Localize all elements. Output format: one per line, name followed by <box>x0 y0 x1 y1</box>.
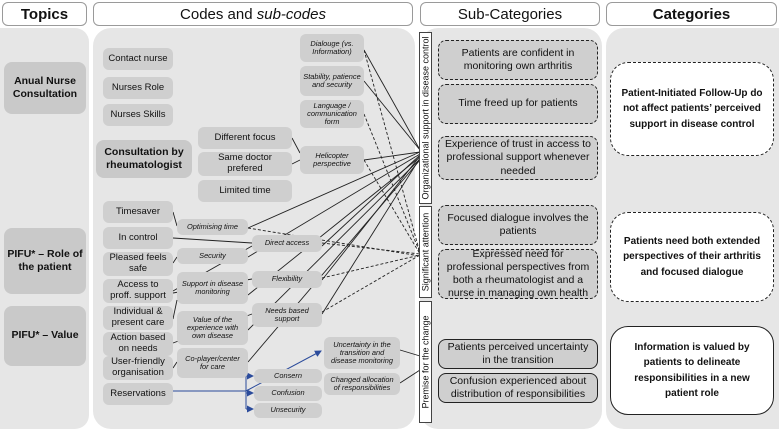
link-helicopter-org <box>363 151 421 161</box>
code-different-focus: Different focus <box>198 127 292 149</box>
header-codes-italic: sub-codes <box>256 5 326 23</box>
header-categories: Categories <box>606 2 777 26</box>
link-flexibility-attention <box>321 254 421 279</box>
vertical-label-attention-text: Significant attention <box>420 212 431 292</box>
vertical-label-premise: Premise for the change <box>419 301 432 423</box>
link-same-helicopter <box>291 159 301 165</box>
link-changed-premise <box>399 369 421 384</box>
subcode-support-monitoring: Support in disease monitoring <box>177 272 248 304</box>
subcode-unsecurity: Unsecurity <box>254 403 322 418</box>
code-action-needs: Action based on needs <box>103 332 173 356</box>
header-codes-plain: Codes and <box>180 5 257 23</box>
subcode-changed-allocation: Changed allocation of responsibilities <box>324 373 400 395</box>
vertical-label-org-support: Organizational support in disease contro… <box>419 32 432 204</box>
header-subcategories: Sub-Categories <box>420 2 600 26</box>
subcode-value-experience: Value of the experience with own disease <box>177 311 248 345</box>
subcode-security: Security <box>177 248 248 264</box>
link-individual-support <box>172 299 178 320</box>
subcode-helicopter: Helicopter perspective <box>300 146 364 174</box>
link-helicopter-attention <box>363 159 421 255</box>
subcode-confusion: Confusion <box>254 386 322 401</box>
link-uncertainty-premise <box>399 349 421 357</box>
topic-pifu-value: PIFU* – Value <box>4 306 86 366</box>
code-access-support: Access to proff. support <box>103 279 173 303</box>
subcat-time-freed: Time freed up for patients <box>438 84 598 124</box>
code-nurses-skills: Nurses Skills <box>103 104 173 126</box>
link-dialogue-org <box>363 49 421 151</box>
link-pleased-security <box>172 256 178 264</box>
subcat-confident-monitoring: Patients are confident in monitoring own… <box>438 40 598 80</box>
subcode-coplayer: Co-player/center for care <box>177 348 248 378</box>
topic-pifu-role: PIFU* – Role of the patient <box>4 228 86 294</box>
link-different-helicopter <box>291 137 301 154</box>
subcode-consern: Consern <box>254 369 322 383</box>
code-in-control: In control <box>103 227 173 249</box>
code-user-friendly: User-friendly organisation <box>103 356 173 380</box>
link-needs-org <box>321 157 421 315</box>
link-incontrol-direct <box>172 237 253 244</box>
subcode-uncertainty: Uncertainty in the transition and diseas… <box>324 337 400 369</box>
subcode-flexibility: Flexibility <box>252 271 322 288</box>
header-topics: Topics <box>2 2 87 26</box>
subcat-trust-access: Experience of trust in access to profess… <box>438 136 598 180</box>
code-contact-nurse: Contact nurse <box>103 48 173 70</box>
code-timesaver: Timesaver <box>103 201 173 223</box>
subcat-confusion-responsibilities: Confusion experienced about distribution… <box>438 373 598 403</box>
subcode-needs-based: Needs based support <box>252 303 322 327</box>
subcode-language: Language / communication form <box>300 100 364 128</box>
subcat-perceived-uncertainty: Patients perceived uncertainty in the tr… <box>438 339 598 369</box>
link-dialogue-attention <box>363 49 421 254</box>
code-nurses-role: Nurses Role <box>103 77 173 99</box>
link-timesaver-optimising <box>172 211 178 227</box>
code-same-doctor: Same doctor prefered <box>198 152 292 176</box>
code-limited-time: Limited time <box>198 180 292 202</box>
subcode-direct-access: Direct access <box>252 235 322 252</box>
subcat-expressed-need: Expressed need for professional perspect… <box>438 248 598 299</box>
category-extended-perspectives: Patients need both extended perspectives… <box>610 212 774 302</box>
subcode-optimising-time: Optimising time <box>177 219 248 235</box>
category-responsibilities-role: Information is valued by patients to del… <box>610 326 774 415</box>
subcat-focused-dialogue: Focused dialogue involves the patients <box>438 205 598 245</box>
link-optimising-org <box>247 151 421 229</box>
link-coplayer-org <box>247 159 421 363</box>
vertical-label-attention: Significant attention <box>419 206 432 298</box>
topic-annual-nurse: Anual Nurse Consultation <box>4 62 86 114</box>
category-support-disease-control: Patient-Initiated Follow-Up do not affec… <box>610 62 774 156</box>
link-needs-attention <box>321 254 421 313</box>
code-individual-care: Individual & present care <box>103 306 173 330</box>
code-pleased: Pleased feels safe <box>103 252 173 276</box>
vertical-label-org-support-text: Organizational support in disease contro… <box>420 36 431 200</box>
topic-rheumatologist: Consultation by rheumatologist <box>96 140 192 178</box>
link-optimising-attention <box>247 227 421 257</box>
link-direct-attention <box>321 242 421 255</box>
link-user-coplayer <box>172 361 178 369</box>
link-stability-org <box>363 80 421 151</box>
header-codes: Codes and sub-codes <box>93 2 413 26</box>
subcode-stability: Stability, patience and security <box>300 66 364 96</box>
code-reservations: Reservations <box>103 383 173 405</box>
subcode-dialogue: Dialouge (vs. Information) <box>300 34 364 62</box>
vertical-label-premise-text: Premise for the change <box>420 315 431 409</box>
